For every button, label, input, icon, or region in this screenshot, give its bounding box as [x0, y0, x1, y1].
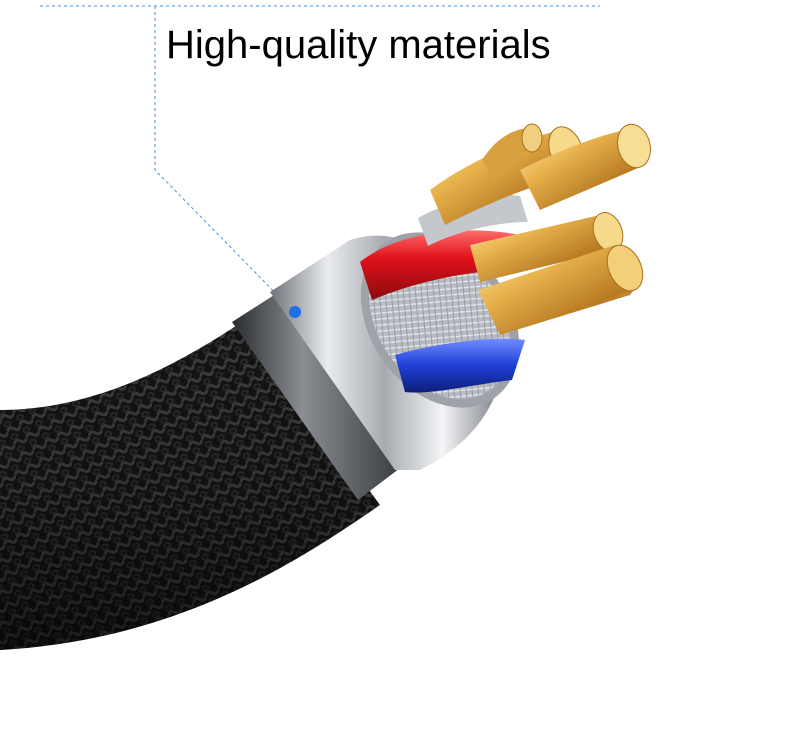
callout-line — [40, 5, 600, 311]
braided-cable — [0, 320, 380, 650]
callout-dot — [289, 306, 301, 318]
copper-strands — [430, 123, 651, 335]
collar-ring — [232, 290, 408, 500]
feature-headline: High-quality materials — [166, 23, 551, 67]
